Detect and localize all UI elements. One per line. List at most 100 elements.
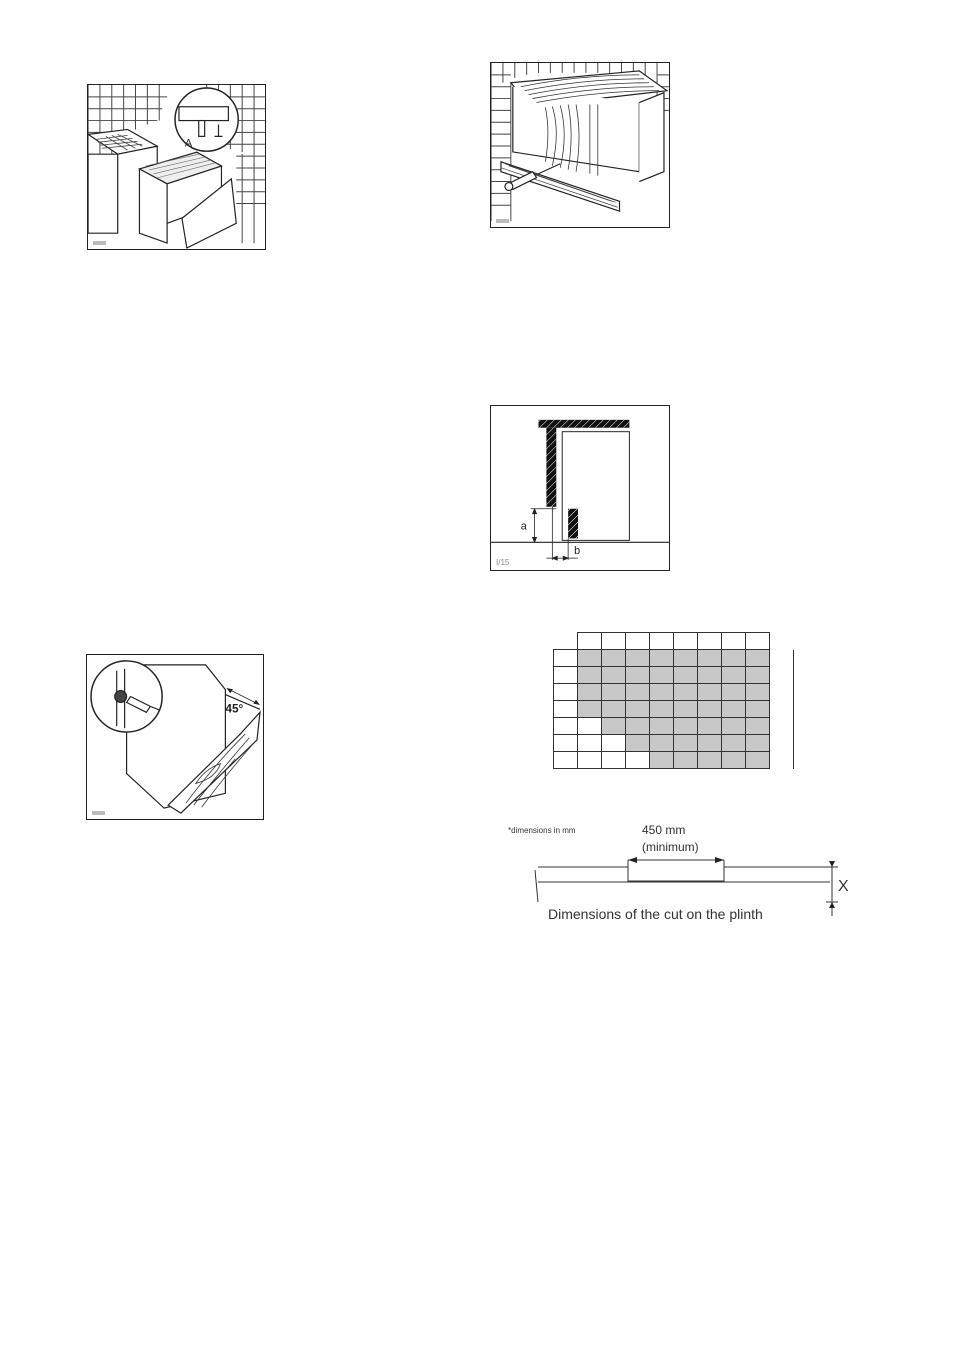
dimension-label-b: b [574,545,580,557]
grid-cell-shaded [698,701,722,718]
grid-cell-shaded [650,650,674,667]
grid-cell-shaded [602,684,626,701]
grid-cell-shaded [722,650,746,667]
grid-cell [554,735,578,752]
grid-cell-shaded [698,667,722,684]
grid-cell [578,752,602,769]
grid-cell-shaded [698,650,722,667]
grid-row [554,633,794,650]
plinth-caption: Dimensions of the cut on the plinth [548,906,763,922]
grid-cell-shaded [602,667,626,684]
grid-cell [770,735,794,752]
dimension-grid-table [553,632,794,769]
grid-cell-shaded [722,684,746,701]
grid-cell-shaded [602,718,626,735]
grid-cell-shaded [722,701,746,718]
grid-cell-shaded [722,667,746,684]
grid-cell [722,633,746,650]
grid-cell-shaded [650,752,674,769]
grid-cell-shaded [578,667,602,684]
grid-cell-shaded [674,650,698,667]
grid-cell-shaded [746,718,770,735]
grid-cell-shaded [602,650,626,667]
dishwasher-niche-illustration: A [88,85,265,249]
figure-dishwasher-niche: A [87,84,266,250]
width-qualifier: (minimum) [642,840,699,854]
grid-cell [770,667,794,684]
figure-recess-section: a b I/15 [490,405,670,571]
grid-cell-shaded [674,718,698,735]
grid-cell [698,633,722,650]
grid-cell-shaded [626,667,650,684]
grid-cell [554,718,578,735]
grid-cell-shaded [650,718,674,735]
grid-row [554,718,794,735]
grid-cell-shaded [698,718,722,735]
grid-cell [770,633,794,650]
grid-cell-shaded [722,752,746,769]
grid-row [554,684,794,701]
grid-cell-shaded [746,752,770,769]
grid-row [554,701,794,718]
grid-cell-shaded [722,735,746,752]
figure-plinth-fitting [490,62,670,228]
grid-cell [578,718,602,735]
grid-cell [554,667,578,684]
grid-cell-shaded [650,701,674,718]
plinth-fitting-illustration [491,63,669,227]
grid-cell-shaded [650,684,674,701]
height-label: X [838,878,849,896]
width-value: 450 mm [642,823,685,837]
figure-marker [496,219,509,223]
grid-cell-shaded [674,701,698,718]
grid-cell-shaded [602,701,626,718]
grid-cell-shaded [578,701,602,718]
grid-cell [554,650,578,667]
grid-cell-shaded [578,650,602,667]
grid-row [554,667,794,684]
grid-cell-shaded [626,735,650,752]
grid-cell [650,633,674,650]
grid-cell [770,650,794,667]
grid-cell-shaded [722,718,746,735]
grid-row [554,752,794,769]
grid-cell [578,735,602,752]
grid-cell [554,633,578,650]
grid-cell-shaded [674,667,698,684]
grid-cell [770,718,794,735]
figure-marker [92,811,105,815]
grid-cell [554,701,578,718]
grid-cell-shaded [746,701,770,718]
grid-cell [554,752,578,769]
grid-cell-shaded [626,650,650,667]
grid-cell-shaded [746,667,770,684]
grid-cell-shaded [626,684,650,701]
grid-row [554,650,794,667]
grid-cell-shaded [626,701,650,718]
grid-cell-shaded [650,735,674,752]
grid-cell-shaded [674,684,698,701]
figure-door-hinge: 45° [86,654,264,820]
grid-cell-shaded [626,718,650,735]
grid-cell-shaded [746,650,770,667]
grid-cell-shaded [650,667,674,684]
grid-cell-shaded [698,752,722,769]
grid-row [554,735,794,752]
grid-cell [602,752,626,769]
grid-cell-shaded [674,752,698,769]
grid-cell [602,633,626,650]
grid-cell-shaded [746,735,770,752]
dimensions-note: *dimensions in mm [508,826,576,835]
grid-cell [578,633,602,650]
grid-cell [626,752,650,769]
grid-cell [770,684,794,701]
grid-cell-shaded [746,684,770,701]
grid-cell [746,633,770,650]
grid-cell-shaded [578,684,602,701]
grid-cell [626,633,650,650]
grid-cell [770,752,794,769]
grid-cell [602,735,626,752]
recess-section-illustration: a b [491,406,669,570]
grid-cell-shaded [698,735,722,752]
dimension-label-a: a [521,520,528,532]
